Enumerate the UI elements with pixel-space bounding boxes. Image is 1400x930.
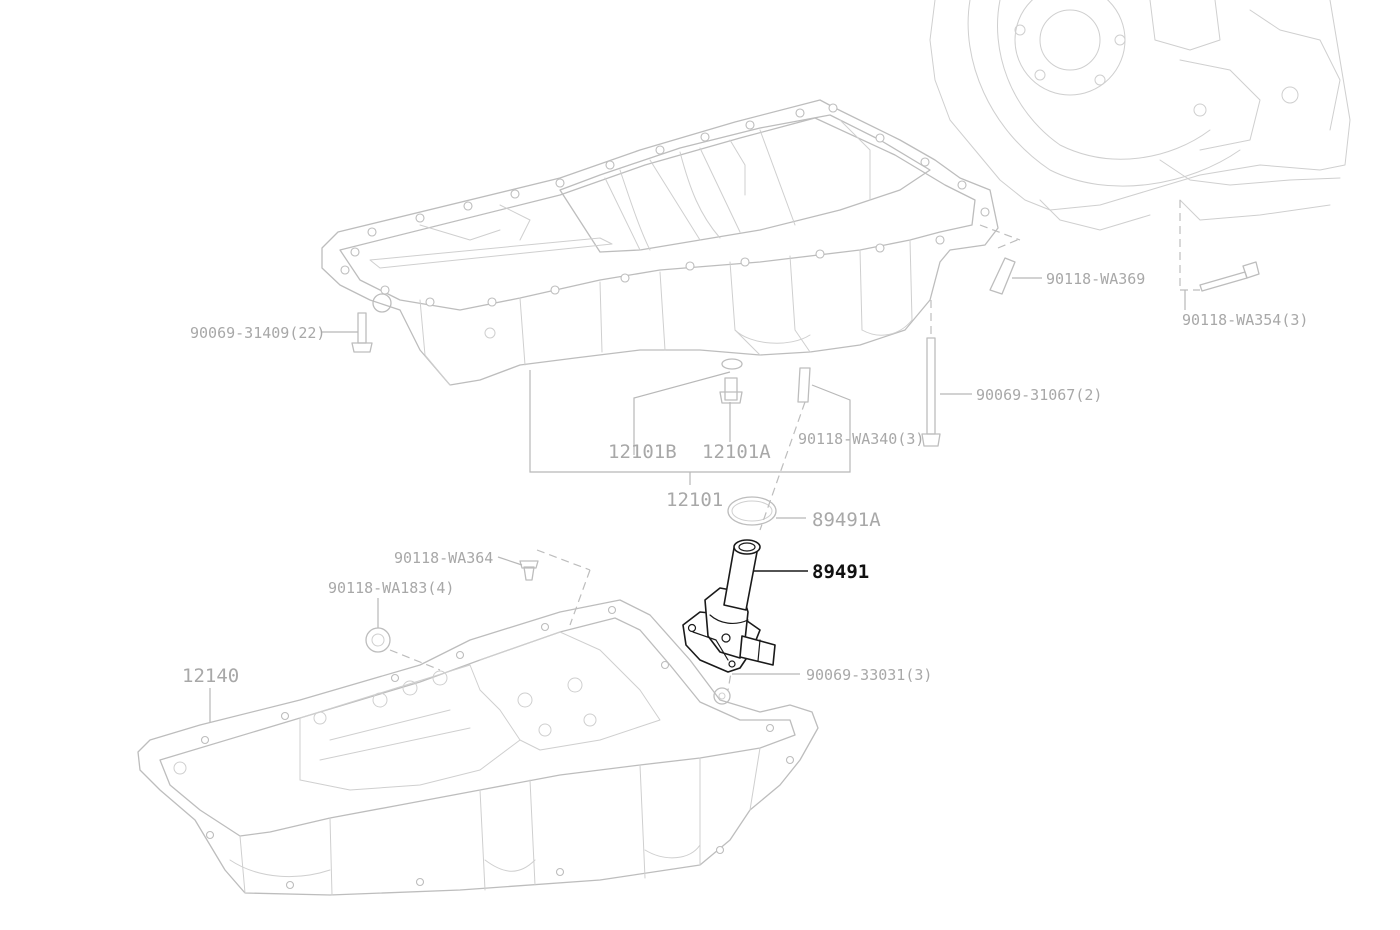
callout-labels: 90118-WA369 90118-WA354(3) 90069-31409(2… <box>182 270 1308 687</box>
label-89491[interactable]: 89491 <box>812 561 869 583</box>
bolt-90118-wa364 <box>519 560 539 581</box>
alignment-lines <box>389 200 1200 691</box>
washer-90069-33031 <box>713 687 731 705</box>
label-90069-31067[interactable]: 90069-31067(2) <box>976 386 1102 404</box>
drain-plug <box>719 358 743 404</box>
transmission-housing <box>929 0 1351 231</box>
stud-90118-wa340 <box>797 367 811 403</box>
lower-oil-pan <box>137 599 819 896</box>
label-90118-wa354[interactable]: 90118-WA354(3) <box>1182 311 1308 329</box>
bolt-90118-wa354 <box>1199 261 1260 292</box>
bolt-90069-31067 <box>921 337 941 447</box>
label-90118-wa364[interactable]: 90118-WA364 <box>394 549 493 567</box>
label-89491a[interactable]: 89491A <box>812 509 881 531</box>
oil-level-sensor-89491[interactable] <box>682 539 776 673</box>
leader-lines <box>209 277 1186 722</box>
label-90069-31409[interactable]: 90069-31409(22) <box>190 324 325 342</box>
hardware-faint <box>351 257 1260 705</box>
bolt-90118-wa183 <box>365 627 391 653</box>
upper-oil-pan <box>321 99 999 386</box>
o-ring-89491a <box>727 496 777 526</box>
label-90118-wa340[interactable]: 90118-WA340(3) <box>798 430 924 448</box>
label-12140[interactable]: 12140 <box>182 665 239 687</box>
bolt-90069-31409 <box>351 312 373 353</box>
label-12101b[interactable]: 12101B <box>608 441 677 463</box>
label-90069-33031[interactable]: 90069-33031(3) <box>806 666 932 684</box>
label-12101[interactable]: 12101 <box>666 489 723 511</box>
label-90118-wa183[interactable]: 90118-WA183(4) <box>328 579 454 597</box>
bolt-90118-wa369 <box>989 257 1016 295</box>
label-90118-wa369[interactable]: 90118-WA369 <box>1046 270 1145 288</box>
label-12101a[interactable]: 12101A <box>702 441 771 463</box>
